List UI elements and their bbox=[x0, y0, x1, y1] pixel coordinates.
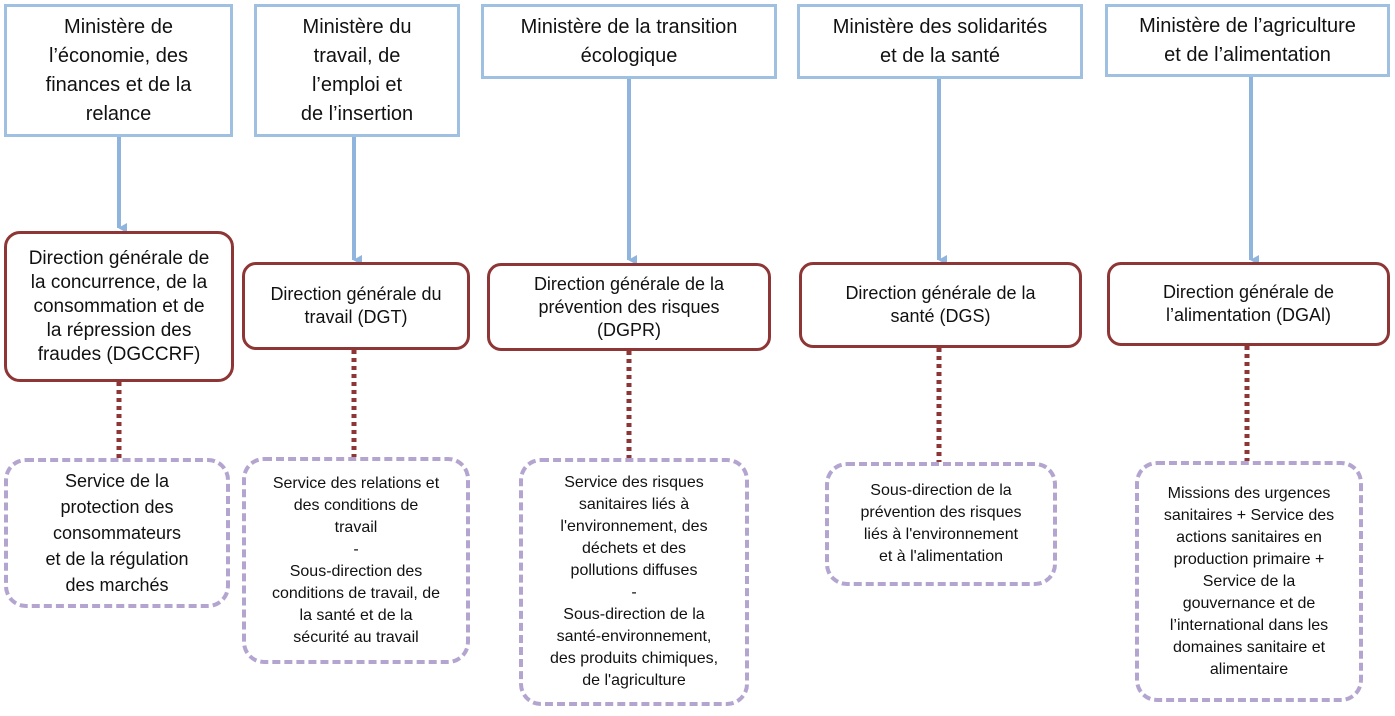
service-line: Service de la bbox=[64, 471, 170, 491]
service-line: liés à l'environnement bbox=[863, 526, 1019, 543]
direction-box-dgs: Direction générale de la santé (DGS) bbox=[799, 262, 1082, 348]
service-line: protection des bbox=[60, 497, 174, 517]
service-line: Sous-direction des bbox=[289, 562, 423, 580]
ministry-line: et de l’alimentation bbox=[1164, 43, 1331, 66]
service-line: déchets et des bbox=[581, 540, 687, 557]
service-line: conditions de travail, de bbox=[271, 584, 441, 602]
direction-line: Direction générale de bbox=[1162, 282, 1335, 302]
ministry-line: et de la santé bbox=[879, 44, 1001, 67]
ministry-line: écologique bbox=[580, 44, 678, 67]
ministry-line: Ministère de l’agriculture bbox=[1139, 14, 1356, 37]
service-line: sécurité au travail bbox=[293, 628, 419, 646]
ministry-line: finances et de la bbox=[45, 73, 192, 96]
ministry-line: Ministère de la transition bbox=[520, 15, 738, 38]
direction-line: Direction générale de bbox=[28, 247, 210, 269]
service-line: l'environnement, des bbox=[560, 518, 708, 535]
ministry-line: relance bbox=[85, 102, 152, 125]
service-line: l’international dans les bbox=[1169, 616, 1329, 634]
service-line: Missions des urgences bbox=[1167, 484, 1331, 502]
direction-line: Direction générale du bbox=[270, 284, 442, 304]
service-line: domaines sanitaire et bbox=[1172, 638, 1326, 656]
service-line: alimentaire bbox=[1209, 660, 1289, 678]
service-line: production primaire + bbox=[1173, 550, 1325, 568]
ministry-line: l’économie, des bbox=[49, 44, 188, 67]
service-line: Sous-direction de la bbox=[563, 606, 705, 623]
direction-line: consommation et de bbox=[33, 295, 205, 317]
service-box-dgccrf: Service de la protection des consommateu… bbox=[4, 458, 230, 608]
service-line: - bbox=[353, 540, 359, 558]
service-line: Service de la bbox=[1202, 572, 1296, 590]
service-line: Service des relations et bbox=[272, 474, 440, 492]
service-line: consommateurs bbox=[52, 523, 182, 543]
service-line: des conditions de bbox=[293, 496, 419, 514]
direction-box-dgt: Direction générale du travail (DGT) bbox=[242, 262, 470, 350]
ministry-box-economie: Ministère de l’économie, des finances et… bbox=[4, 4, 233, 137]
service-line: gouvernance et de bbox=[1182, 594, 1316, 612]
direction-box-dgpr: Direction générale de la prévention des … bbox=[487, 263, 771, 351]
direction-box-dgal: Direction générale de l’alimentation (DG… bbox=[1107, 262, 1390, 346]
direction-box-dgccrf: Direction générale de la concurrence, de… bbox=[4, 231, 234, 382]
service-line: sanitaires + Service des bbox=[1163, 506, 1335, 524]
direction-line: (DGPR) bbox=[597, 319, 661, 340]
service-line: et à l'alimentation bbox=[878, 548, 1003, 565]
service-box-dgpr: Service des risques sanitaires liés à l'… bbox=[519, 458, 749, 706]
ministry-line: l’emploi et bbox=[311, 73, 403, 96]
direction-line: la concurrence, de la bbox=[30, 271, 208, 293]
service-line: - bbox=[631, 584, 637, 601]
ministry-box-solidarites-sante: Ministère des solidarités et de la santé bbox=[797, 4, 1083, 79]
service-line: sanitaires liés à bbox=[578, 496, 690, 513]
service-line: et de la régulation bbox=[45, 549, 189, 569]
ministry-box-transition-ecologique: Ministère de la transition écologique bbox=[481, 4, 777, 79]
ministry-box-agriculture: Ministère de l’agriculture et de l’alime… bbox=[1105, 4, 1390, 77]
service-line: actions sanitaires en bbox=[1176, 528, 1322, 546]
ministry-line: de l’insertion bbox=[300, 102, 414, 125]
ministry-line: travail, de bbox=[313, 44, 401, 67]
service-line: santé-environnement, bbox=[556, 628, 712, 645]
service-line: Service des risques bbox=[564, 474, 704, 491]
service-line: pollutions diffuses bbox=[570, 562, 698, 579]
service-box-dgs: Sous-direction de la prévention des risq… bbox=[825, 462, 1057, 586]
service-line: de l'agriculture bbox=[582, 672, 686, 689]
service-line: la santé et de la bbox=[299, 606, 413, 624]
service-box-dgal: Missions des urgences sanitaires + Servi… bbox=[1135, 461, 1363, 702]
direction-line: fraudes (DGCCRF) bbox=[37, 343, 201, 365]
service-line: Sous-direction de la bbox=[870, 482, 1012, 499]
service-line: des produits chimiques, bbox=[549, 650, 719, 667]
ministry-line: Ministère du bbox=[302, 15, 412, 38]
direction-line: santé (DGS) bbox=[890, 306, 991, 326]
direction-line: Direction générale de la bbox=[845, 283, 1036, 303]
ministry-box-travail: Ministère du travail, de l’emploi et de … bbox=[254, 4, 460, 137]
service-line: des marchés bbox=[65, 575, 169, 595]
ministry-line: Ministère de bbox=[64, 15, 173, 38]
service-line: prévention des risques bbox=[860, 504, 1022, 521]
service-box-dgt: Service des relations et des conditions … bbox=[242, 457, 470, 664]
direction-line: prévention des risques bbox=[538, 296, 720, 317]
direction-line: la répression des bbox=[46, 319, 192, 341]
service-line: travail bbox=[334, 518, 378, 536]
direction-line: Direction générale de la bbox=[533, 273, 725, 294]
direction-line: l’alimentation (DGAl) bbox=[1165, 305, 1332, 325]
ministry-line: Ministère des solidarités bbox=[832, 15, 1048, 38]
direction-line: travail (DGT) bbox=[304, 307, 408, 327]
